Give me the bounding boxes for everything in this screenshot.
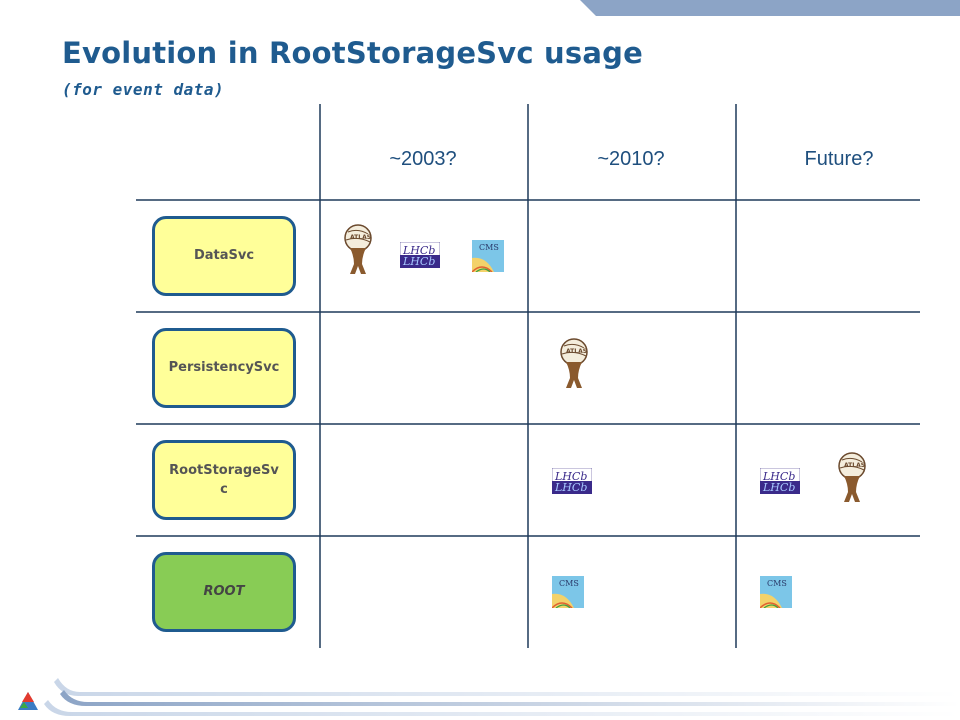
service-label: DataSvc (193, 248, 255, 264)
svg-text:LHCb: LHCb (762, 470, 795, 483)
cms-logo-icon: CMS (552, 576, 584, 608)
svg-text:LHCb: LHCb (402, 244, 435, 257)
top-decoration-bar (580, 0, 960, 16)
svg-text:CMS: CMS (559, 579, 579, 588)
page-title: Evolution in RootStorageSvc usage (62, 36, 643, 70)
svg-text:ATLAS: ATLAS (844, 462, 865, 469)
service-label: PersistencySvc (168, 360, 280, 376)
svg-text:ATLAS: ATLAS (350, 234, 371, 241)
service-label: ROOT (203, 584, 245, 600)
lhcb-logo-icon: LHCb LHCb (760, 468, 800, 494)
cms-logo-icon: CMS (472, 240, 504, 272)
service-persistencysvc: PersistencySvc (152, 328, 296, 408)
lhcb-logo-icon: LHCb LHCb (552, 468, 592, 494)
service-rootstoragesvc: RootStorageSv c (152, 440, 296, 520)
svg-text:CMS: CMS (479, 243, 499, 252)
atlas-logo-icon: ATLAS (560, 338, 588, 388)
lhcb-logo-icon: LHCb LHCb (400, 242, 440, 268)
column-header-2010: ~2010? (597, 148, 665, 170)
column-header-future: Future? (804, 148, 874, 170)
cms-logo-icon: CMS (760, 576, 792, 608)
atlas-logo-icon: ATLAS (838, 452, 866, 502)
service-label: RootStorageSv c (169, 462, 279, 498)
svg-text:LHCb: LHCb (554, 481, 587, 494)
atlas-logo-icon: ATLAS (344, 224, 372, 274)
svg-text:ATLAS: ATLAS (566, 348, 587, 355)
svg-text:LHCb: LHCb (554, 470, 587, 483)
svg-text:CMS: CMS (767, 579, 787, 588)
argonne-logo-icon (18, 692, 38, 710)
page-subtitle: (for event data) (62, 80, 225, 99)
svg-text:LHCb: LHCb (762, 481, 795, 494)
service-datasvc: DataSvc (152, 216, 296, 296)
column-header-2003: ~2003? (389, 148, 457, 170)
svg-text:LHCb: LHCb (402, 255, 435, 268)
bottom-decoration (18, 678, 960, 716)
service-root: ROOT (152, 552, 296, 632)
